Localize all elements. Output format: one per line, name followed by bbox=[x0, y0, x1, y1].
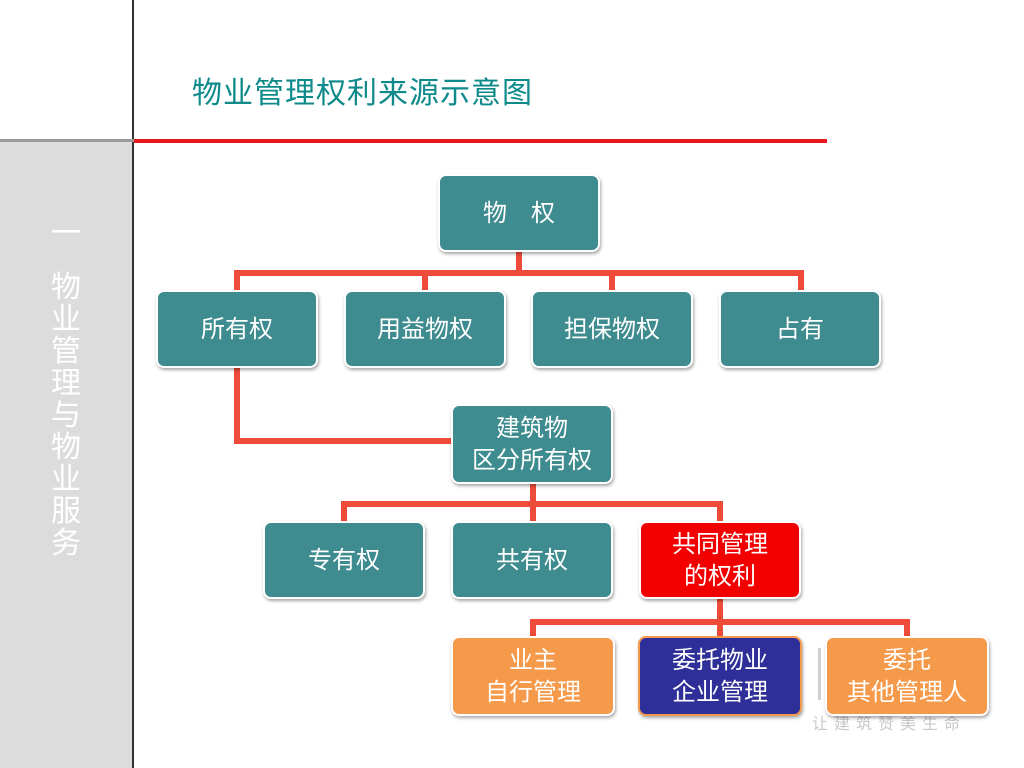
node-gongtong-guanli: 共同管理 的权利 bbox=[639, 521, 801, 599]
sidebar-char: 理 bbox=[51, 366, 81, 401]
sidebar-char: 业 bbox=[51, 462, 81, 497]
node-zhanyou: 占有 bbox=[719, 290, 881, 368]
watermark-text: 让建筑赞美生命 bbox=[812, 714, 967, 733]
node-label-line1: 建筑物 bbox=[496, 414, 568, 442]
node-label-line2: 的权利 bbox=[684, 562, 756, 590]
node-gongyouquan: 共有权 bbox=[451, 521, 613, 599]
sidebar-char: 物 bbox=[51, 430, 81, 465]
node-label-line2: 自行管理 bbox=[485, 678, 581, 706]
sidebar bbox=[0, 141, 134, 768]
node-qufen-suoyouquan: 建筑物 区分所有权 bbox=[451, 404, 613, 484]
node-label: 用益物权 bbox=[377, 315, 473, 343]
title-rule bbox=[134, 139, 827, 143]
node-weituo-qiye: 委托物业 企业管理 bbox=[638, 636, 802, 716]
node-label: 专有权 bbox=[308, 546, 380, 574]
sidebar-char: 服 bbox=[51, 494, 81, 529]
node-danbao-wuquan: 担保物权 bbox=[531, 290, 693, 368]
sidebar-char: 一 bbox=[51, 216, 81, 251]
node-yongyi-wuquan: 用益物权 bbox=[344, 290, 506, 368]
sidebar-section-title: 一 物 业 管 理 与 物 业 服 务 bbox=[46, 218, 86, 560]
node-wuquan: 物 权 bbox=[438, 174, 600, 252]
node-yezhu-zixing: 业主 自行管理 bbox=[451, 636, 615, 716]
page-title: 物业管理权利来源示意图 bbox=[192, 76, 533, 111]
node-label-line2: 其他管理人 bbox=[847, 678, 967, 706]
sidebar-char: 与 bbox=[51, 398, 81, 433]
sidebar-char: 物 bbox=[51, 270, 81, 305]
node-label-line2: 区分所有权 bbox=[472, 446, 592, 474]
node-zhuanyouquan: 专有权 bbox=[263, 521, 425, 599]
node-label: 共有权 bbox=[496, 546, 568, 574]
sidebar-char: 业 bbox=[51, 302, 81, 337]
sidebar-char: 务 bbox=[51, 526, 81, 561]
node-label-line1: 委托物业 bbox=[672, 646, 768, 674]
node-label-line1: 共同管理 bbox=[672, 530, 768, 558]
sidebar-divider bbox=[132, 0, 134, 141]
node-label: 物 权 bbox=[483, 199, 555, 227]
node-label-line2: 企业管理 bbox=[672, 678, 768, 706]
node-label: 占有 bbox=[776, 315, 824, 343]
node-weituo-qita: 委托 其他管理人 bbox=[825, 636, 989, 716]
title-rule-left bbox=[0, 139, 134, 142]
sidebar-char: 管 bbox=[51, 334, 81, 369]
node-label: 所有权 bbox=[201, 315, 273, 343]
node-suoyouquan: 所有权 bbox=[156, 290, 318, 368]
node-label: 担保物权 bbox=[564, 315, 660, 343]
node-label-line1: 委托 bbox=[883, 646, 931, 674]
node-label-line1: 业主 bbox=[509, 646, 557, 674]
